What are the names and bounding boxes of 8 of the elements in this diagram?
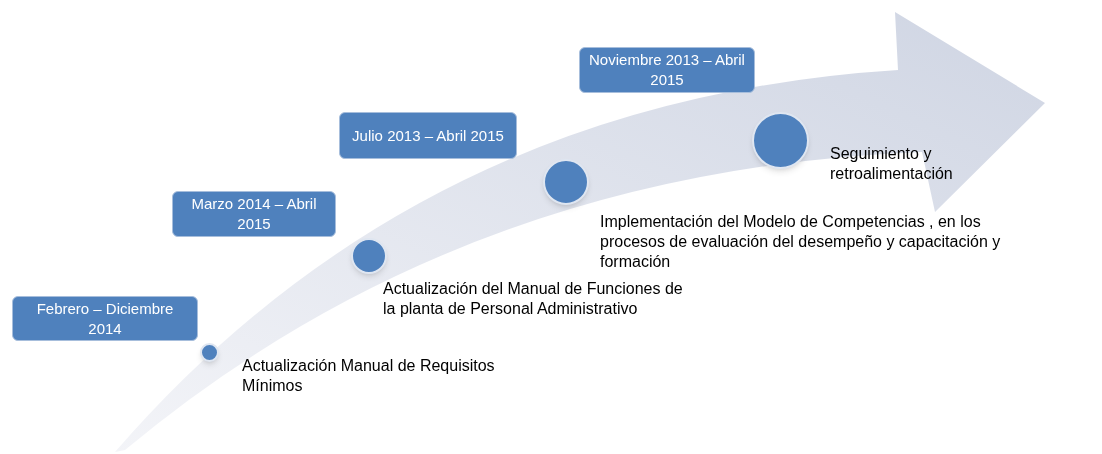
date-box: Febrero – Diciembre 2014 (12, 296, 198, 341)
milestone-description: Actualización Manual de Requisitos Mínimos (242, 356, 496, 396)
date-box: Marzo 2014 – Abril 2015 (172, 191, 336, 237)
date-box: Noviembre 2013 – Abril 2015 (579, 47, 755, 93)
milestone-description: Implementación del Modelo de Competencias , en los procesos de evaluación del desempeño y capacitación y formación (600, 212, 1002, 272)
milestone-description: Seguimiento y retroalimentación (830, 144, 954, 184)
date-box: Julio 2013 – Abril 2015 (339, 112, 517, 159)
milestone-description: Actualización del Manual de Funciones de la planta de Personal Administrativo (383, 279, 683, 319)
